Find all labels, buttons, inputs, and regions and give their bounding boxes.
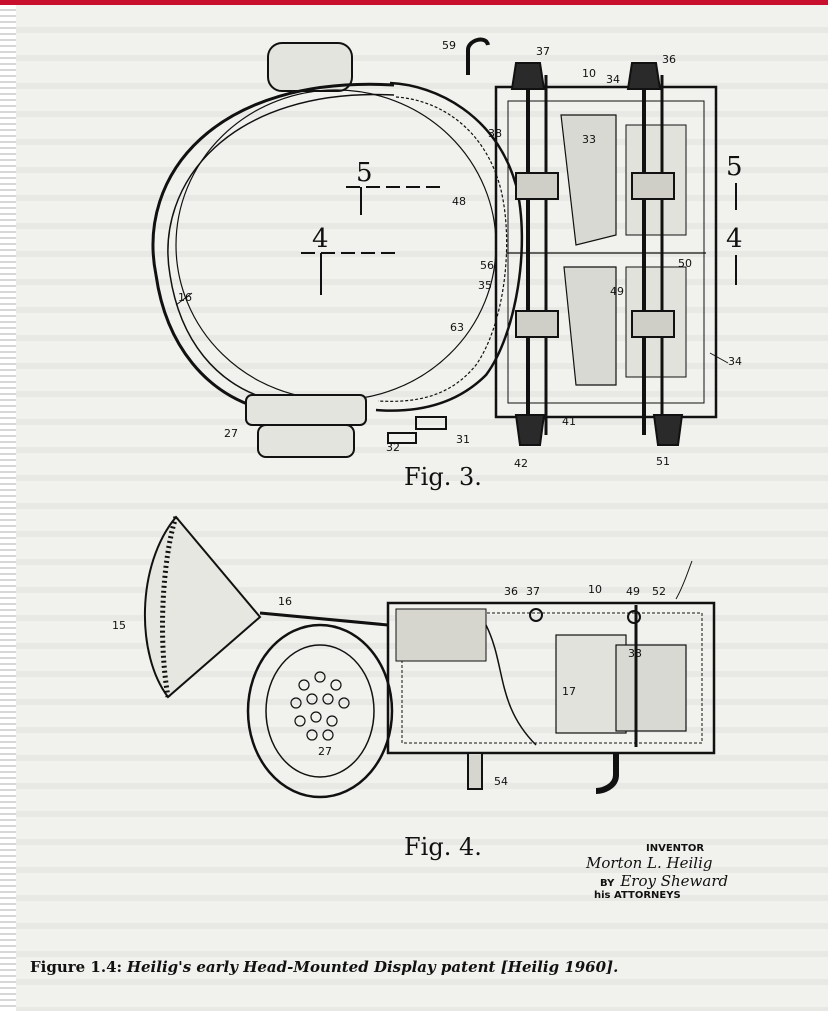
fig4-label: Fig. 4. (404, 833, 482, 861)
part-number: 32 (386, 441, 400, 454)
caption-body: Heilig's early Head-Mounted Display pate… (126, 958, 619, 976)
knob-bottom-left (514, 414, 546, 446)
part-number: 10 (588, 583, 602, 596)
part-number: 33 (582, 133, 596, 146)
part-number: 34 (728, 355, 742, 368)
knob-section-2 (627, 610, 641, 624)
patent-drawing: 5 4 5 4 59 37 36 10 34 33 38 48 50 49 56… (112, 37, 743, 861)
inventor-block: INVENTOR Morton L. Heilig BY Eroy Shewar… (586, 843, 786, 901)
earpiece-top (245, 394, 367, 426)
part-number: 41 (562, 415, 576, 428)
part-number: 49 (626, 585, 640, 598)
lens-curve (485, 624, 537, 746)
visor-shell (375, 81, 524, 412)
earphone-outer (246, 623, 394, 799)
part-number: 63 (450, 321, 464, 334)
part-number: 36 (662, 53, 676, 66)
part-number: 50 (678, 257, 692, 270)
inventor-label: INVENTOR (646, 843, 705, 854)
part-number: 56 (480, 259, 494, 272)
section-mark: 5 (356, 158, 373, 188)
gear-upper-right (631, 172, 675, 200)
gear-lower-left (515, 310, 559, 338)
head-band-inner (167, 93, 395, 401)
fig4-part-numbers: 15 16 36 37 10 49 52 33 17 27 54 (112, 583, 666, 788)
section-housing (386, 601, 716, 755)
leader-34 (709, 352, 729, 364)
section-mark: 5 (726, 152, 743, 182)
gear-upper-left (515, 172, 559, 200)
fig3-drawing (151, 37, 737, 458)
part-number: 52 (652, 585, 666, 598)
leader-16 (175, 292, 193, 306)
part-number: 15 (112, 619, 126, 632)
visor-block (395, 608, 487, 662)
top-cap (267, 42, 353, 92)
air-tube-top (466, 37, 490, 75)
connector-32 (387, 432, 417, 444)
part-number: 17 (562, 685, 576, 698)
knob-bottom-right (652, 414, 684, 446)
part-number: 54 (494, 775, 508, 788)
part-number: 16 (178, 291, 192, 304)
part-number: 33 (628, 647, 642, 660)
part-number: 48 (452, 195, 466, 208)
film-33 (615, 644, 687, 732)
by-label: BY (600, 878, 615, 889)
top-accent-bar (0, 0, 828, 5)
patent-page: 5 4 5 4 59 37 36 10 34 33 38 48 50 49 56… (16, 5, 828, 1011)
knob-top-left (510, 62, 546, 90)
leader-top (675, 560, 693, 600)
face-opening (175, 89, 497, 401)
tube-16 (259, 611, 389, 627)
fig4-drawing (143, 515, 716, 799)
left-page-strip (0, 5, 16, 1011)
figure-caption: Figure 1.4: Heilig's early Head-Mounted … (30, 958, 820, 976)
part-number: 16 (278, 595, 292, 608)
attorneys-label: his ATTORNEYS (594, 890, 681, 901)
part-number: 37 (536, 45, 550, 58)
part-number: 51 (656, 455, 670, 468)
part-number: 27 (318, 745, 332, 758)
gear-lower-right (631, 310, 675, 338)
optics-housing (494, 85, 718, 419)
cone-15-edge (160, 516, 179, 698)
part-number: 34 (606, 73, 620, 86)
part-number: 59 (442, 39, 456, 52)
part-number: 38 (488, 127, 502, 140)
knob-top-right (626, 62, 662, 90)
part-number: 35 (478, 279, 492, 292)
visor-shell-inner (377, 96, 508, 402)
knob-section-1 (529, 608, 543, 622)
lens-upper (560, 114, 617, 246)
connector-31 (415, 416, 447, 430)
inventor-signature: Morton L. Heilig (586, 854, 713, 872)
lens-17 (555, 634, 627, 734)
part-number: 31 (456, 433, 470, 446)
part-number: 10 (582, 67, 596, 80)
section-housing-inner (401, 612, 703, 744)
section-mark: 4 (726, 224, 743, 254)
fig3-label: Fig. 3. (404, 463, 482, 491)
earphone-inner (265, 644, 375, 778)
optics-housing-inner (507, 100, 705, 404)
head-band (151, 82, 395, 412)
attorney-signature: Eroy Sheward (620, 872, 729, 890)
earpiece-bottom (257, 424, 355, 458)
elbow-tube (595, 753, 619, 794)
part-number: 42 (514, 457, 528, 470)
part-number: 27 (224, 427, 238, 440)
caption-lead: Figure 1.4: (30, 958, 123, 976)
part-number: 49 (610, 285, 624, 298)
lens-lower (563, 266, 617, 386)
fig3-part-numbers: 59 37 36 10 34 33 38 48 50 49 56 35 63 3… (178, 39, 742, 470)
section-mark: 4 (312, 224, 329, 254)
part-number: 36 (504, 585, 518, 598)
cone-15 (143, 515, 262, 699)
part-number: 37 (526, 585, 540, 598)
tube-54 (467, 752, 483, 790)
speaker-holes (290, 671, 350, 741)
